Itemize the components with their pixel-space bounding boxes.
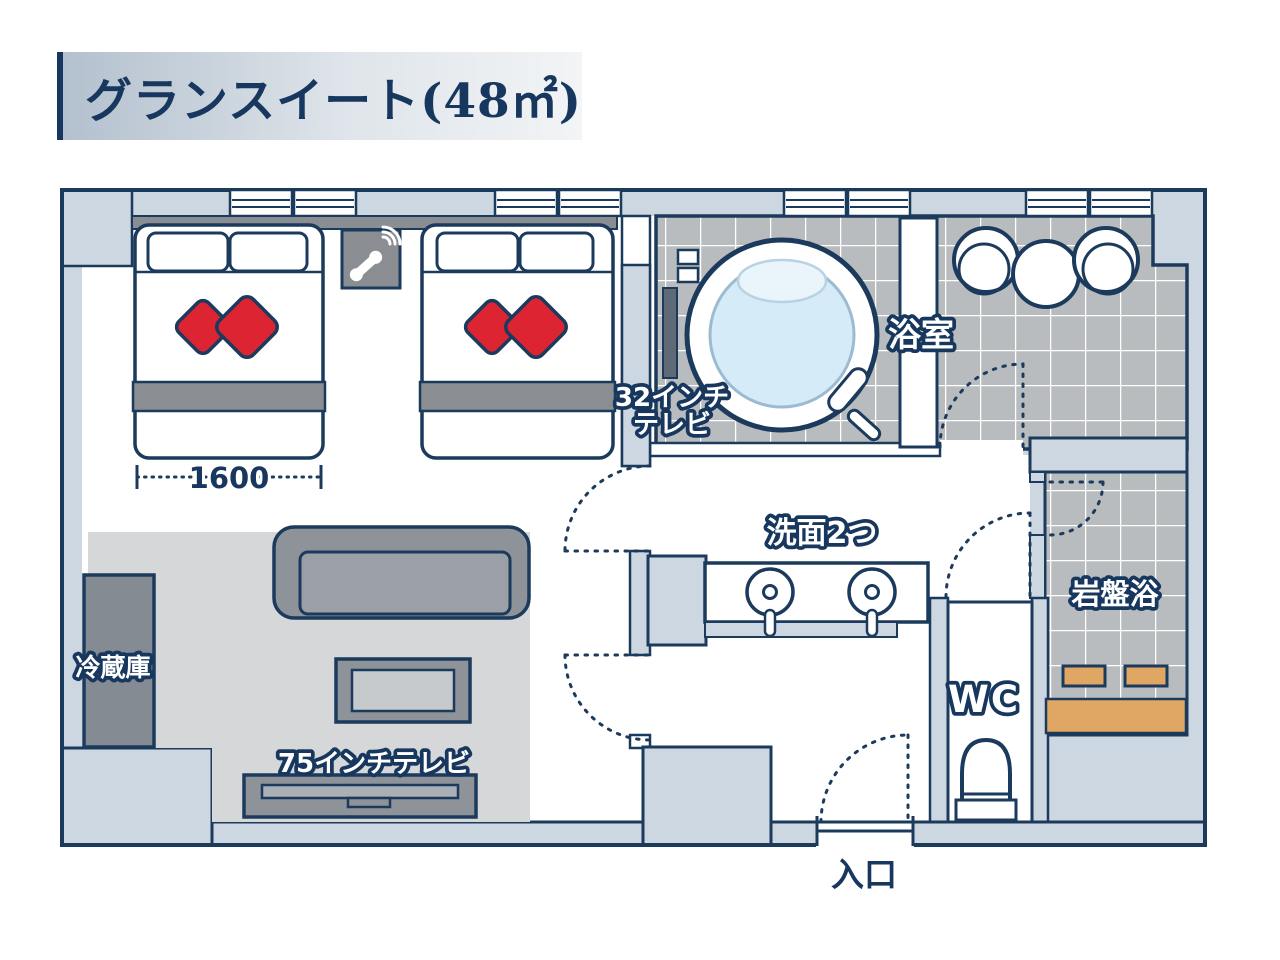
bath-partition-wall — [898, 216, 939, 449]
sauna-pillow — [1061, 664, 1107, 688]
coffee-table — [334, 657, 472, 724]
pillow — [435, 231, 520, 273]
windows — [228, 188, 1154, 218]
red-cushion — [215, 295, 279, 359]
bath-headrest — [736, 258, 828, 304]
wall — [769, 820, 819, 847]
sofa — [272, 525, 531, 620]
sauna-pillow — [1123, 664, 1169, 688]
bath-faucet — [676, 248, 700, 266]
door-arc — [1048, 480, 1105, 537]
door-arc — [563, 653, 652, 742]
window — [292, 188, 358, 218]
window — [493, 188, 559, 218]
title-panel: グランスイート(48㎡) — [63, 52, 582, 140]
outer-wall-outline — [60, 188, 1207, 847]
title-accent-bar — [57, 52, 64, 140]
wall — [648, 441, 942, 458]
window — [557, 188, 623, 218]
bathroom-door-opening — [940, 440, 1023, 460]
fridge-label: 冷蔵庫 — [75, 653, 150, 682]
wall-pillar — [60, 188, 134, 268]
tv32-label-line1: 32インチ — [615, 383, 729, 413]
wall — [628, 733, 652, 750]
window — [1024, 188, 1090, 218]
washbasin-counter — [703, 561, 930, 638]
window — [228, 188, 294, 218]
entrance-label: 入口 — [831, 855, 897, 894]
red-cushion — [174, 298, 232, 356]
wall — [911, 820, 1207, 847]
tv-75inch — [260, 783, 460, 800]
door-arc — [938, 362, 1025, 449]
washbasins-label: 洗面2つ — [767, 516, 878, 551]
door-arc — [819, 733, 910, 824]
tv32-label-line2: テレビ — [633, 410, 711, 440]
pillow — [228, 231, 309, 273]
wall — [620, 263, 652, 468]
bathroom-label: 浴室 — [888, 315, 954, 354]
refrigerator — [82, 573, 156, 749]
sink — [847, 567, 897, 638]
tv-32inch — [662, 287, 678, 379]
wc-left-wall — [928, 596, 950, 847]
red-cushion — [504, 295, 568, 359]
wall — [60, 746, 214, 847]
title-text: グランスイート(48㎡) — [85, 73, 582, 129]
phone-table — [340, 225, 402, 290]
phone-icon — [349, 225, 402, 282]
toilet — [954, 737, 1018, 822]
bath-stool — [1011, 239, 1081, 309]
bath-faucet — [676, 266, 700, 284]
stone-sauna-bed — [1044, 664, 1188, 735]
window — [846, 188, 912, 218]
wall — [1029, 534, 1046, 599]
door-arc — [944, 511, 1032, 599]
pillow — [518, 231, 595, 273]
tv75-label: 75インチテレビ — [278, 749, 470, 779]
entrance-threshold — [815, 816, 915, 853]
bed-runner — [418, 380, 617, 413]
tv-stand — [242, 773, 478, 819]
wall — [1029, 471, 1046, 483]
stone-sauna-floor — [1043, 470, 1189, 737]
red-cushion — [463, 298, 521, 356]
wall — [210, 820, 645, 847]
bed-runner — [131, 380, 327, 413]
wc-label: WC — [948, 678, 1020, 721]
shower-handle-icon — [827, 367, 882, 442]
bed-width-text: 1600 — [189, 461, 270, 495]
doors — [563, 362, 1105, 824]
page-title: グランスイート(48㎡) — [57, 52, 582, 140]
window — [1088, 188, 1154, 218]
round-bathtub — [676, 237, 880, 433]
entry-step — [641, 745, 773, 847]
sauna-bench — [1044, 697, 1188, 735]
sink — [745, 567, 795, 638]
door-arc — [563, 464, 652, 553]
bath-stools — [952, 226, 1140, 309]
wall — [1028, 436, 1189, 474]
bed-width-dimension: 1600 — [135, 458, 323, 498]
window — [782, 188, 848, 218]
bed-2 — [418, 223, 617, 460]
sauna-label: 岩盤浴 — [1070, 577, 1159, 611]
bath-stool — [1072, 226, 1140, 294]
pillow — [146, 231, 230, 273]
bed-1 — [131, 223, 327, 460]
washroom-cabinet — [646, 554, 708, 647]
